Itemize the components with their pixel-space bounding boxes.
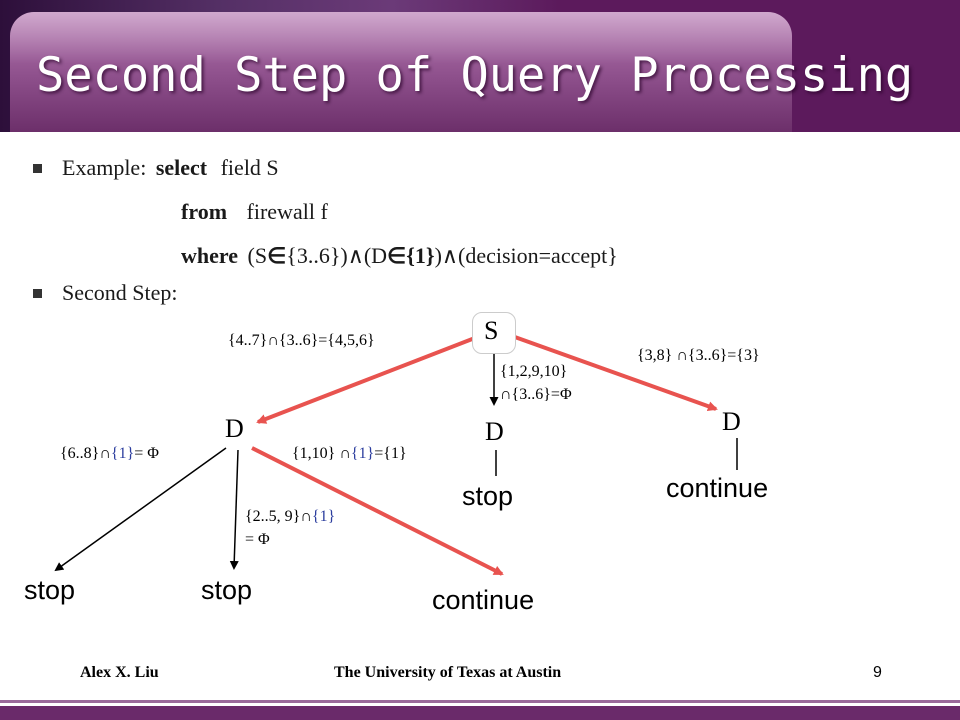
keyword-where: where [181, 243, 239, 268]
edge-root-left [256, 334, 481, 424]
label-part: = Φ [134, 445, 159, 462]
label-part: {1} [350, 445, 375, 462]
where-part: {3..6}) [286, 243, 348, 268]
slide-title: Second Step of Query Processing [36, 48, 914, 103]
label-root-mid-1: {1,2,9,10} [500, 363, 568, 380]
title-sheen [10, 12, 792, 64]
edge-root-right [511, 334, 718, 412]
from-text: firewall f [246, 199, 328, 224]
where-part: ∧ [347, 243, 364, 268]
second-step-label: Second Step: [62, 280, 178, 305]
edge-d-stop1 [54, 447, 227, 572]
label-part: {2..5, 9}∩ [245, 508, 312, 525]
select-text: field S [220, 155, 279, 180]
example-line-where: where (S∈{3..6})∧(D∈{1})∧(decision=accep… [181, 243, 618, 269]
keyword-from: from [181, 199, 228, 224]
label-part: {1} [311, 508, 336, 525]
node-d-right: D [722, 407, 741, 436]
where-part: {1} [406, 243, 435, 268]
example-line-from: from firewall f [181, 199, 328, 225]
bullet-icon [33, 289, 42, 298]
example-lead: Example: [62, 155, 147, 180]
label-d-continue: {1,10} ∩{1}={1} [292, 444, 407, 465]
title-tab [10, 12, 792, 132]
footer-bar [0, 706, 960, 720]
label-d-stop2: {2..5, 9}∩{1} [245, 507, 335, 528]
outcome-continue-1: continue [432, 585, 535, 615]
example-line-select: Example: select field S [62, 155, 279, 181]
where-condition: (S∈{3..6})∧(D∈{1})∧(decision=accept} [248, 243, 618, 268]
label-part: ={1} [374, 445, 407, 462]
label-part: {6..8}∩ [60, 445, 111, 462]
keyword-select: select [155, 155, 208, 180]
footer-page-number: 9 [873, 664, 882, 681]
where-part: ) [434, 243, 442, 268]
footer-author: Alex X. Liu [80, 664, 159, 681]
label-root-right: {3,8} ∩{3..6}={3} [637, 347, 760, 364]
where-part: (D [363, 243, 388, 268]
footer-institution: The University of Texas at Austin [334, 664, 562, 681]
node-d-left: D [225, 414, 244, 443]
root-node-box [472, 312, 516, 354]
where-part: ∈ [387, 243, 407, 268]
where-part: ∈ [267, 243, 287, 268]
label-part: {1,10} ∩ [292, 445, 351, 462]
outcome-stop-mid: stop [462, 481, 514, 511]
label-root-mid-2: ∩{3..6}=Φ [500, 386, 572, 403]
edge-d-stop2 [229, 449, 239, 570]
where-part: ∧ [441, 243, 458, 268]
outcome-stop-1: stop [24, 575, 76, 605]
root-node-s: S [484, 316, 499, 345]
edge-d-continue [251, 446, 504, 576]
label-root-left: {4..7}∩{3..6}={4,5,6} [228, 332, 375, 349]
node-d-mid: D [485, 417, 504, 446]
where-part: (S [247, 243, 268, 268]
outcome-continue-right: continue [666, 473, 769, 503]
label-part: {1} [110, 445, 135, 462]
label-d-stop2-result: = Φ [245, 531, 270, 548]
outcome-stop-2: stop [201, 575, 253, 605]
bullet-icon [33, 164, 42, 173]
footer-line [0, 700, 960, 703]
where-part: (decision=accept} [458, 243, 618, 268]
label-d-stop1: {6..8}∩{1}= Φ [60, 444, 159, 465]
